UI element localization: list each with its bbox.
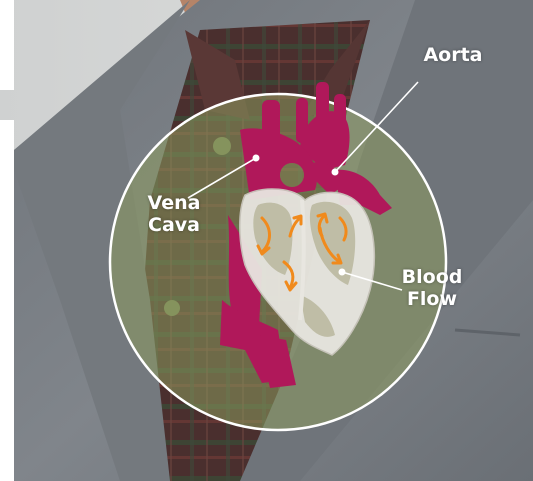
aorta-label-text: Aorta [413,44,493,66]
blood-flow-label: Blood Flow [392,266,472,310]
vena-cava-label: Vena Cava [132,192,216,236]
blood-flow-label-line-1: Blood [392,266,472,288]
vena-cava-pointer-dot [253,155,260,162]
vena-cava-label-line-1: Vena [132,192,216,214]
aorta-pointer-dot [332,169,339,176]
aorta-label: Aorta [413,44,493,66]
vena-cava-label-line-2: Cava [132,214,216,236]
blood-flow-label-line-2: Flow [392,288,472,310]
blood-flow-pointer-dot [339,269,346,276]
